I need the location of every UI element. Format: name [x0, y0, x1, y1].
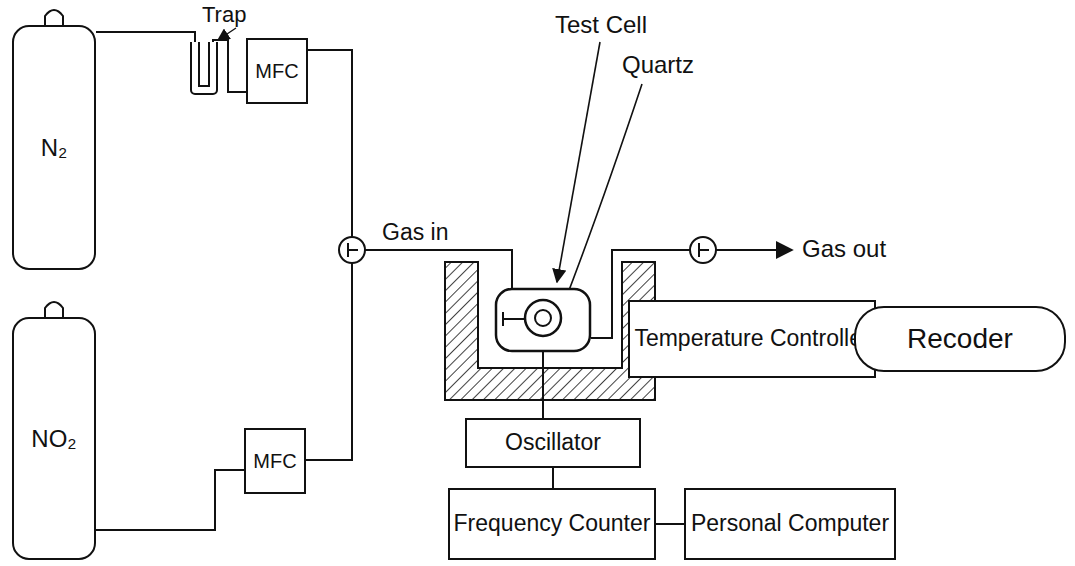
node-text: Oscillator	[505, 430, 601, 455]
valve-symbol	[690, 237, 716, 263]
gas-line	[552, 468, 554, 488]
test-cell-leader	[557, 42, 600, 282]
cell-outline	[495, 288, 591, 352]
valve-symbol	[339, 237, 365, 263]
flow-controller-box: MFC	[244, 428, 306, 494]
node-text: Temperature Controller	[634, 326, 869, 351]
flow-label: Gas out	[800, 236, 888, 262]
node-text: MFC	[255, 60, 298, 82]
node-text: Test Cell	[553, 12, 649, 38]
node-text: MFC	[253, 450, 296, 472]
trap-tube	[195, 42, 213, 90]
gas-line	[96, 470, 244, 530]
thermostat-bath	[445, 262, 655, 400]
node-text: Recoder	[907, 324, 1013, 355]
flow-label: Gas in	[380, 220, 450, 245]
part-label: Quartz	[620, 52, 696, 78]
quartz-leader	[563, 84, 642, 306]
flow-controller-box: MFC	[246, 38, 308, 104]
node-text: NO₂	[31, 426, 76, 452]
gas-line	[308, 50, 512, 288]
gas-line	[96, 32, 246, 92]
node-text: N₂	[41, 135, 68, 161]
part-label: Trap	[200, 3, 248, 27]
node-text: Personal Computer	[691, 511, 889, 536]
recorder-box: Recoder	[854, 306, 1066, 372]
test-cell: Test Cell	[495, 288, 591, 352]
node-text: Frequency Counter	[454, 511, 651, 536]
gas-line	[542, 352, 544, 418]
trap-tube-bore	[195, 42, 213, 90]
gas-line	[656, 523, 684, 525]
gas-cylinder: N₂	[12, 6, 96, 270]
gas-cylinder: NO₂	[12, 298, 96, 560]
oscillator-box: Oscillator	[465, 418, 641, 468]
counter-box: Frequency Counter	[448, 488, 656, 560]
trap-leader	[218, 28, 236, 40]
computer-box: Personal Computer	[684, 488, 896, 560]
controller-box: Temperature Controller	[628, 300, 876, 378]
